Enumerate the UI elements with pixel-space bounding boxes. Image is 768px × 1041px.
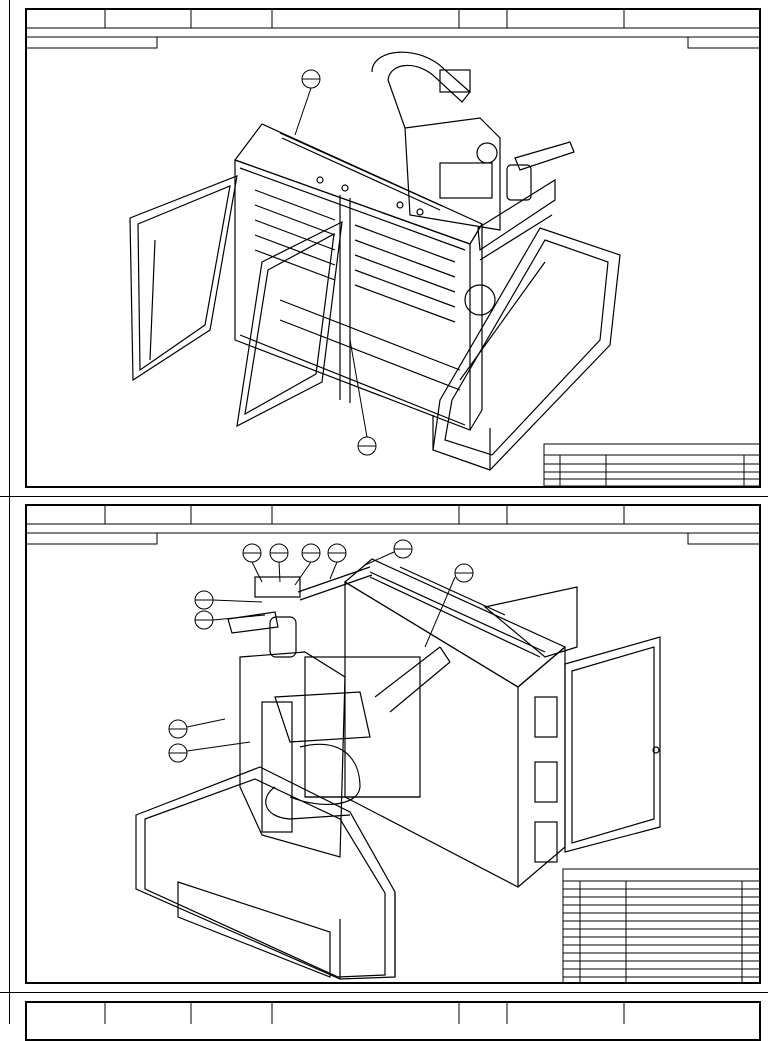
column-assembly xyxy=(227,566,451,858)
title-header-block xyxy=(25,505,761,545)
left-margin-line xyxy=(9,993,10,1024)
column-assembly xyxy=(371,51,575,261)
left-margin-line xyxy=(9,497,10,992)
left-margin-line xyxy=(9,0,10,496)
base-tub xyxy=(432,227,621,471)
parts-list-table xyxy=(562,868,761,984)
drawing-sheet-3 xyxy=(0,993,768,1041)
side-door xyxy=(483,586,578,658)
callout-bubbles xyxy=(294,69,377,456)
sheet-2-graphics xyxy=(25,505,761,984)
drawing-sheet-2 xyxy=(0,497,768,992)
drawing-frame xyxy=(25,8,761,488)
sheet-3-graphics xyxy=(104,1002,625,1024)
title-header-block xyxy=(25,9,761,49)
sheet-1-graphics xyxy=(25,9,761,487)
drawing-sheet-1 xyxy=(0,0,768,496)
parts-list-table xyxy=(543,443,761,487)
left-door xyxy=(129,175,238,382)
machine-enclosure xyxy=(234,123,483,431)
rear-door xyxy=(564,636,661,853)
base-tub xyxy=(135,766,396,980)
sheet-separator xyxy=(0,496,768,497)
callout-bubbles xyxy=(168,539,474,763)
machine-enclosure xyxy=(343,558,567,888)
drawing-frame xyxy=(25,504,761,984)
sheet-separator xyxy=(0,992,768,993)
center-door xyxy=(236,220,343,428)
